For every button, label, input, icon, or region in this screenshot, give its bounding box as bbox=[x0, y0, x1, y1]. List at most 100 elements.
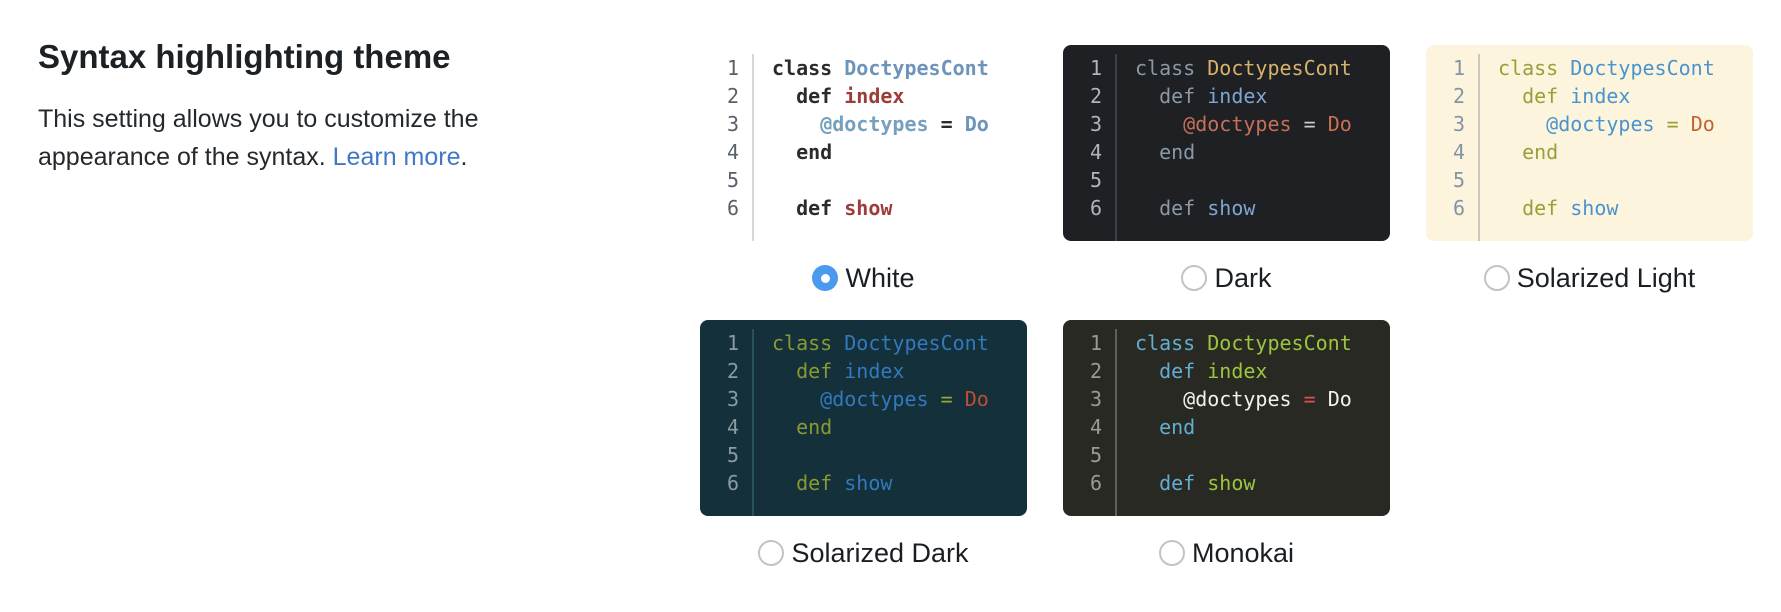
code-line: @doctypes = Do bbox=[1183, 387, 1352, 411]
code-line: def index bbox=[1522, 84, 1631, 108]
code-line: def show bbox=[796, 471, 893, 495]
theme-label-solarized_dark[interactable]: Solarized Dark bbox=[791, 537, 969, 568]
line-number: 6 bbox=[1089, 196, 1102, 220]
line-number: 6 bbox=[1089, 471, 1102, 495]
line-number: 4 bbox=[1089, 415, 1102, 439]
code-line: @doctypes = Do bbox=[1183, 112, 1352, 136]
line-number: 1 bbox=[1452, 56, 1465, 80]
theme-option-solarized_dark: 1 2 3 4 5 6 class DoctypesCont def index @doc… bbox=[700, 320, 1027, 569]
theme-label-solarized_light[interactable]: Solarized Light bbox=[1516, 262, 1696, 293]
theme-option-monokai: 1 2 3 4 5 6 class DoctypesCont def index @doc… bbox=[1063, 320, 1390, 569]
code-line: class DoctypesCont bbox=[1135, 331, 1352, 355]
line-number: 3 bbox=[1089, 387, 1102, 411]
theme-radio-row: Monokai bbox=[1063, 537, 1390, 569]
code-line: def index bbox=[1159, 84, 1268, 108]
line-number: 3 bbox=[726, 112, 739, 136]
line-number: 1 bbox=[726, 331, 739, 355]
theme-label-dark[interactable]: Dark bbox=[1214, 262, 1272, 293]
description-line-2: appearance of the syntax. bbox=[38, 143, 333, 171]
theme-radio-dark[interactable] bbox=[1181, 265, 1208, 291]
code-line: def index bbox=[796, 359, 905, 383]
code-line: def show bbox=[796, 196, 893, 220]
code-line: end bbox=[796, 140, 833, 164]
line-number: 6 bbox=[726, 471, 739, 495]
line-number-gutter: 1 2 3 4 5 6 bbox=[700, 329, 754, 516]
line-number: 5 bbox=[1089, 443, 1102, 467]
line-number: 1 bbox=[1089, 56, 1102, 80]
code-line: def show bbox=[1159, 471, 1256, 495]
description-suffix: . bbox=[460, 143, 468, 171]
line-number-gutter: 1 2 3 4 5 6 bbox=[1063, 329, 1117, 516]
code-line bbox=[772, 166, 1027, 194]
settings-title: Syntax highlighting theme bbox=[38, 38, 451, 75]
line-number: 4 bbox=[1452, 140, 1465, 164]
theme-option-solarized_light: 1 2 3 4 5 6 class DoctypesCont def index @doc… bbox=[1426, 45, 1753, 294]
code-sample: class DoctypesCont def index @doctypes =… bbox=[1480, 54, 1753, 241]
code-line: @doctypes = Do bbox=[820, 387, 989, 411]
code-sample: class DoctypesCont def index @doctypes =… bbox=[754, 54, 1027, 241]
line-number: 4 bbox=[726, 415, 739, 439]
line-number: 2 bbox=[1452, 84, 1465, 108]
line-number: 6 bbox=[1452, 196, 1465, 220]
code-sample: class DoctypesCont def index @doctypes =… bbox=[754, 329, 1027, 516]
line-number: 3 bbox=[1452, 112, 1465, 136]
theme-preview-monokai[interactable]: 1 2 3 4 5 6 class DoctypesCont def index @doc… bbox=[1063, 320, 1390, 516]
line-number: 5 bbox=[1089, 168, 1102, 192]
code-line bbox=[1498, 166, 1753, 194]
code-line: def show bbox=[1159, 196, 1256, 220]
code-line: def show bbox=[1522, 196, 1619, 220]
code-line: class DoctypesCont bbox=[772, 331, 989, 355]
code-line bbox=[772, 441, 1027, 469]
theme-radio-row: Solarized Light bbox=[1426, 262, 1753, 294]
theme-radio-row: Dark bbox=[1063, 262, 1390, 294]
settings-text-column: Syntax highlighting theme This setting a… bbox=[38, 38, 598, 176]
theme-radio-monokai[interactable] bbox=[1158, 540, 1185, 566]
code-line: @doctypes = Do bbox=[1546, 112, 1715, 136]
line-number: 5 bbox=[726, 443, 739, 467]
theme-label-monokai[interactable]: Monokai bbox=[1191, 537, 1295, 568]
code-line bbox=[1135, 166, 1390, 194]
theme-grid: 1 2 3 4 5 6 class DoctypesCont def index @doc… bbox=[700, 45, 1753, 569]
line-number: 4 bbox=[1089, 140, 1102, 164]
code-line: def index bbox=[796, 84, 905, 108]
code-line: end bbox=[1159, 415, 1196, 439]
code-line: end bbox=[1522, 140, 1559, 164]
theme-preview-solarized_light[interactable]: 1 2 3 4 5 6 class DoctypesCont def index @doc… bbox=[1426, 45, 1753, 241]
code-line bbox=[1135, 441, 1390, 469]
line-number: 2 bbox=[1089, 359, 1102, 383]
line-number: 1 bbox=[726, 56, 739, 80]
settings-description: This setting allows you to customize the… bbox=[38, 100, 598, 176]
theme-radio-white[interactable] bbox=[812, 265, 839, 291]
theme-radio-row: White bbox=[700, 262, 1027, 294]
theme-radio-solarized_dark[interactable] bbox=[758, 540, 785, 566]
theme-preview-solarized_dark[interactable]: 1 2 3 4 5 6 class DoctypesCont def index @doc… bbox=[700, 320, 1027, 516]
line-number-gutter: 1 2 3 4 5 6 bbox=[1426, 54, 1480, 241]
line-number: 2 bbox=[726, 84, 739, 108]
code-sample: class DoctypesCont def index @doctypes =… bbox=[1117, 329, 1390, 516]
code-line: class DoctypesCont bbox=[1135, 56, 1352, 80]
theme-label-white[interactable]: White bbox=[845, 262, 915, 293]
line-number: 1 bbox=[1089, 331, 1102, 355]
code-line: @doctypes = Do bbox=[820, 112, 989, 136]
code-line: end bbox=[796, 415, 833, 439]
theme-radio-solarized_light[interactable] bbox=[1483, 265, 1510, 291]
description-line-1: This setting allows you to customize the bbox=[38, 105, 479, 133]
code-line: end bbox=[1159, 140, 1196, 164]
line-number: 3 bbox=[726, 387, 739, 411]
line-number: 6 bbox=[726, 196, 739, 220]
learn-more-link[interactable]: Learn more bbox=[332, 143, 461, 171]
line-number: 2 bbox=[726, 359, 739, 383]
line-number: 5 bbox=[1452, 168, 1465, 192]
line-number: 4 bbox=[726, 140, 739, 164]
line-number: 3 bbox=[1089, 112, 1102, 136]
code-line: def index bbox=[1159, 359, 1268, 383]
code-line: class DoctypesCont bbox=[1498, 56, 1715, 80]
theme-radio-row: Solarized Dark bbox=[700, 537, 1027, 569]
